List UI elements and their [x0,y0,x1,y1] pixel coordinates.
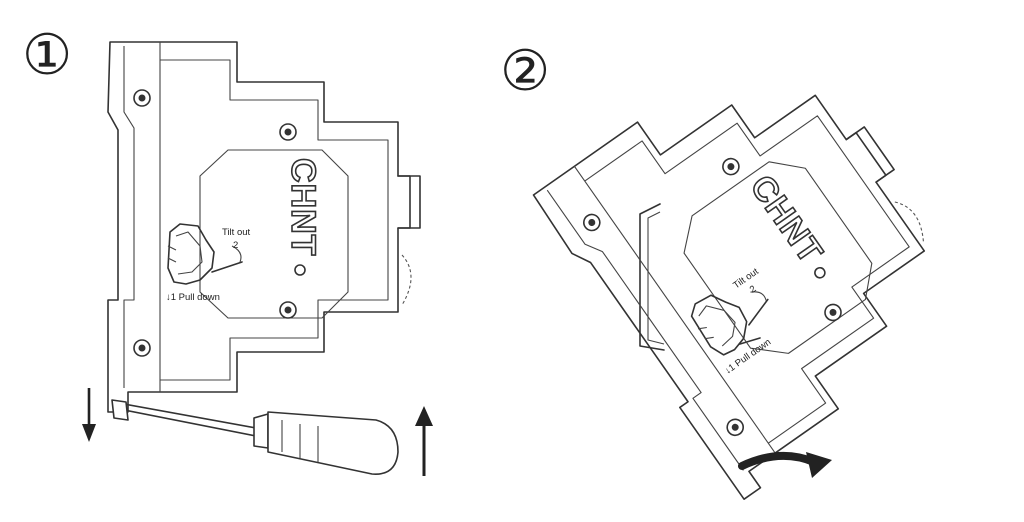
screw-icon [821,300,845,325]
step-2-number: ② [500,39,550,104]
screw-icon [133,89,151,107]
screw-icon [133,339,151,357]
arrow-up-icon [415,406,433,476]
brand-logo: CHNT [743,168,831,270]
breaker-step-2: CHNT Tilt out 2 ↓1 Pull down [532,94,926,501]
screw-icon [718,154,743,179]
clip-illustration [690,291,769,356]
screw-icon [579,210,604,235]
tilt-number: 2 [748,284,759,296]
tilt-out-label: Tilt out [731,266,761,291]
curved-arrow-icon [738,451,832,478]
screw-icon [279,123,297,141]
din-rail-icon [639,203,761,351]
pull-down-label: ↓1 Pull down [723,337,773,377]
pull-down-label: ↓1 Pull down [166,292,220,303]
clip-illustration [167,223,243,285]
tilt-number: 2 [233,240,238,251]
screw-icon [279,301,297,319]
step-1-number: ① [22,23,72,88]
screw-icon [723,415,748,440]
arrow-down-icon [82,388,96,442]
brand-logo: CHNT [284,158,322,256]
breaker-step-1: CHNT Tilt out 2 ↓1 Pull down [107,41,421,413]
tilt-out-label: Tilt out [222,227,251,238]
screwdriver-icon [111,399,399,475]
